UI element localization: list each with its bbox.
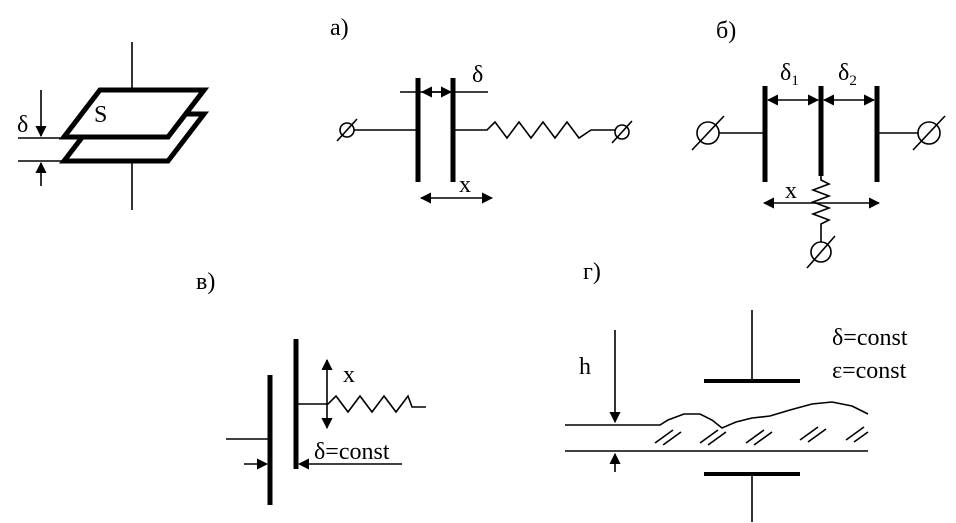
spring-v: [298, 394, 426, 414]
panel-b-label: б): [716, 18, 736, 44]
spring-b: [810, 176, 832, 242]
delta1-label: δ1: [780, 60, 799, 89]
area-label: S: [94, 102, 107, 128]
panel-b-x-label: x: [785, 178, 797, 204]
terminal-right-a: [614, 124, 630, 140]
panel-g-label: г): [583, 259, 601, 285]
spring-a: [455, 120, 615, 140]
material-surface: [636, 401, 869, 429]
panel-a: а) δ x: [330, 15, 633, 204]
panel-g-eps-label: ε=const: [832, 358, 907, 384]
terminal-bottom-b: [810, 241, 832, 263]
material-hatching: [654, 426, 869, 446]
panel-g-delta-label: δ=const: [832, 325, 908, 351]
plates-delta-label: δ: [17, 112, 28, 138]
panel-v-delta-label: δ=const: [314, 439, 390, 465]
terminal-right-b: [917, 121, 941, 145]
panel-b: б) δ1 δ2 x: [691, 18, 946, 269]
panel-v-label: в): [196, 269, 215, 295]
panel-a-label: а): [330, 15, 349, 41]
plates-figure: δ S: [17, 42, 210, 210]
panel-v: в) x δ=const: [196, 269, 426, 505]
panel-v-x-label: x: [343, 362, 355, 388]
panel-a-x-label: x: [459, 172, 471, 198]
panel-a-delta-label: δ: [472, 62, 483, 88]
delta2-label: δ2: [838, 60, 857, 89]
panel-g-h-label: h: [579, 354, 591, 380]
panel-g: г) h δ=const ε=const: [565, 259, 908, 522]
